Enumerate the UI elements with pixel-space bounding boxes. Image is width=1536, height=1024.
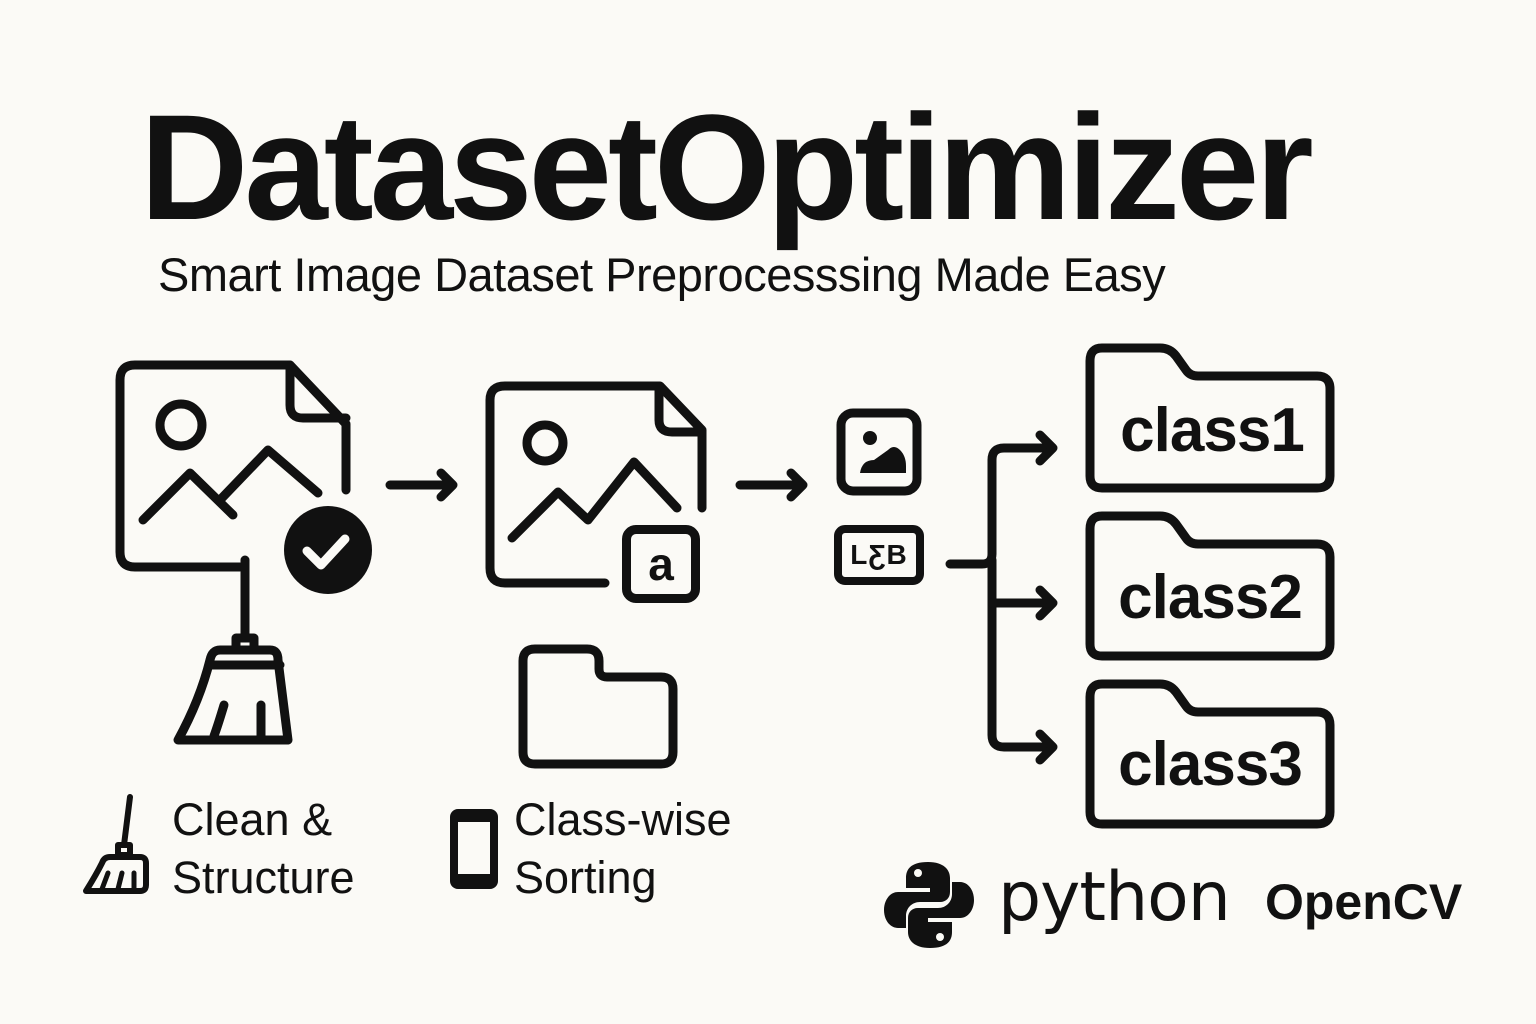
- page-subtitle: Smart Image Dataset Preprocesssing Made …: [158, 248, 1166, 301]
- python-logo-icon: [884, 862, 974, 948]
- feature-clean-line2: Structure: [172, 852, 355, 903]
- folder-icon: [518, 644, 678, 769]
- folder-label-class3: class3: [1118, 730, 1303, 799]
- letter-badge-icon: a: [622, 525, 700, 603]
- arrow-right-icon: [385, 468, 458, 502]
- broom-icon: [83, 794, 149, 894]
- check-circle-icon: [284, 506, 372, 594]
- arrow-right-icon: [735, 468, 808, 502]
- image-thumbnail-icon: [836, 408, 922, 496]
- folder-label-class2: class2: [1118, 563, 1303, 632]
- folder-label-class1: class1: [1120, 396, 1305, 465]
- page-title: DatasetOptimizer: [140, 83, 1314, 251]
- broom-icon: [173, 555, 293, 745]
- python-label: python: [998, 858, 1231, 937]
- feature-clean-line1: Clean &: [172, 794, 333, 845]
- feature-sorting-caption: Class-wise Sorting: [514, 791, 732, 907]
- feature-sorting-line2: Sorting: [514, 852, 657, 903]
- folder-icon: [1085, 679, 1335, 829]
- phone-icon: [450, 809, 498, 889]
- feature-sorting-line1: Class-wise: [514, 794, 732, 845]
- folder-icon: [1085, 511, 1335, 661]
- opencv-label: OpenCV: [1265, 874, 1463, 930]
- badge-letter: a: [648, 538, 674, 590]
- tag-text: LƸB: [850, 539, 908, 570]
- folder-icon: [1085, 343, 1335, 493]
- feature-clean-caption: Clean & Structure: [172, 791, 355, 907]
- label-tag-icon: LƸB: [834, 525, 924, 585]
